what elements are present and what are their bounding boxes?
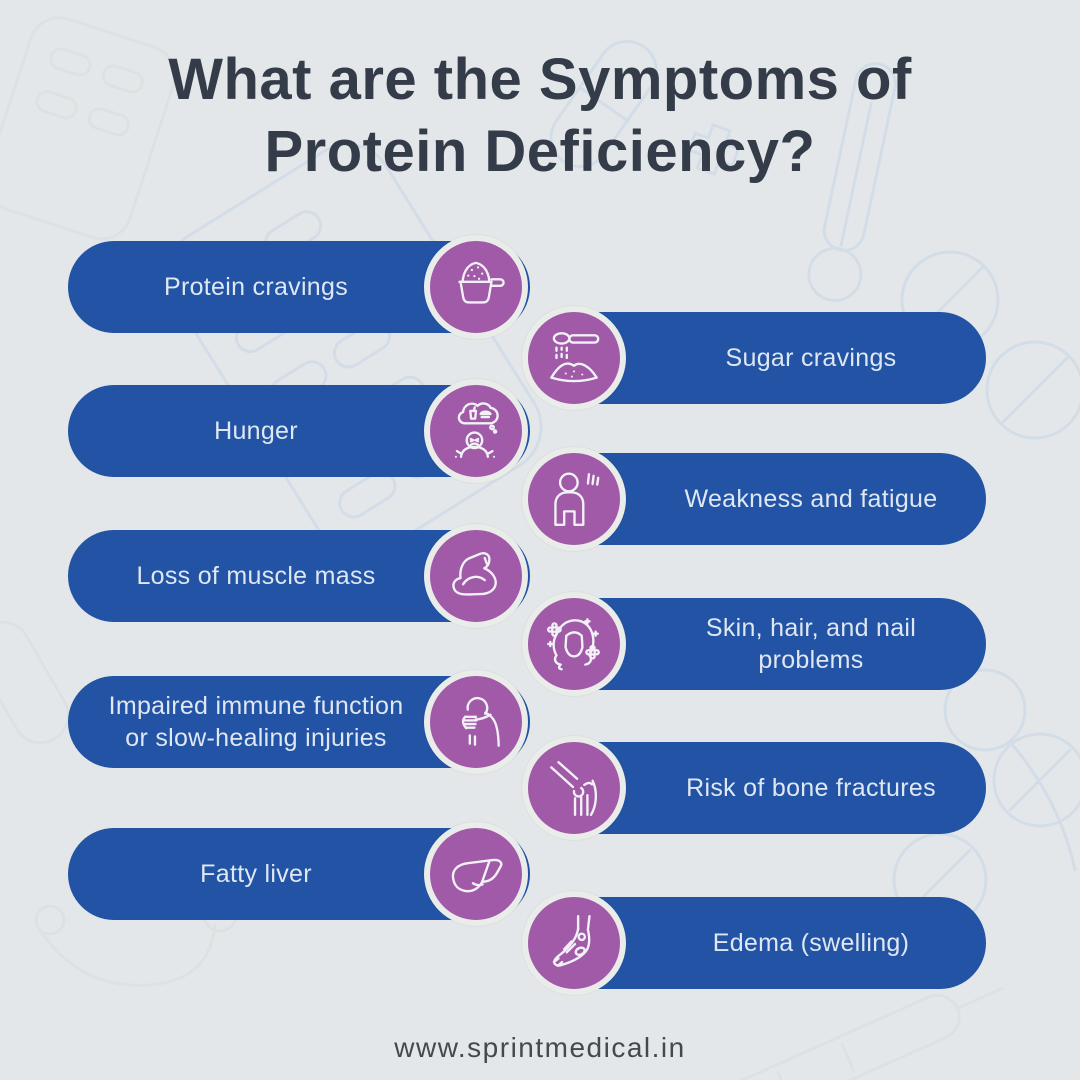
weak-person-icon: [522, 447, 626, 551]
symptom-row-immune-healing: Impaired immune function or slow-healing…: [68, 670, 530, 774]
symptom-row-fatty-liver: Fatty liver: [68, 822, 530, 926]
symptom-label: Impaired immune function or slow-healing…: [108, 691, 404, 753]
title-line-1: What are the Symptoms of: [168, 47, 912, 112]
symptom-row-muscle-loss: Loss of muscle mass: [68, 524, 530, 628]
website-url: www.sprintmedical.in: [394, 1032, 686, 1063]
foot-bones-icon: [522, 891, 626, 995]
title-line-2: Protein Deficiency?: [264, 118, 816, 184]
symptom-label: Sugar cravings: [725, 343, 897, 372]
symptom-pill: Risk of bone fractures: [550, 742, 986, 834]
symptom-row-skin-hair-nail: Skin, hair, and nail problems: [522, 592, 986, 696]
symptom-pill: Skin, hair, and nail problems: [550, 598, 986, 690]
symptom-label: Protein cravings: [163, 272, 349, 301]
neck-pain-icon: [424, 670, 528, 774]
symptom-row-protein-cravings: Protein cravings: [68, 235, 530, 339]
symptom-row-sugar-cravings: Sugar cravings: [522, 306, 986, 410]
symptom-row-hunger: Hunger: [68, 379, 530, 483]
woman-hair-icon: [522, 592, 626, 696]
knee-joint-icon: [522, 736, 626, 840]
hunger-thought-icon: [424, 379, 528, 483]
symptom-row-bone-fractures: Risk of bone fractures: [522, 736, 986, 840]
muscle-arm-icon: [424, 524, 528, 628]
symptom-row-edema: Edema (swelling): [522, 891, 986, 995]
symptom-label: Risk of bone fractures: [686, 773, 936, 802]
symptom-row-weakness-fatigue: Weakness and fatigue: [522, 447, 986, 551]
symptom-label: Loss of muscle mass: [136, 561, 376, 590]
symptom-label: Fatty liver: [200, 859, 312, 888]
liver-icon: [424, 822, 528, 926]
symptom-label: Weakness and fatigue: [684, 484, 938, 513]
symptom-label: Hunger: [214, 416, 298, 445]
symptom-label: Skin, hair, and nail problems: [705, 613, 917, 675]
page-title: What are the Symptoms of Protein Deficie…: [0, 44, 1080, 188]
protein-scoop-icon: [424, 235, 528, 339]
sugar-spoon-icon: [522, 306, 626, 410]
symptom-label: Edema (swelling): [712, 928, 910, 957]
